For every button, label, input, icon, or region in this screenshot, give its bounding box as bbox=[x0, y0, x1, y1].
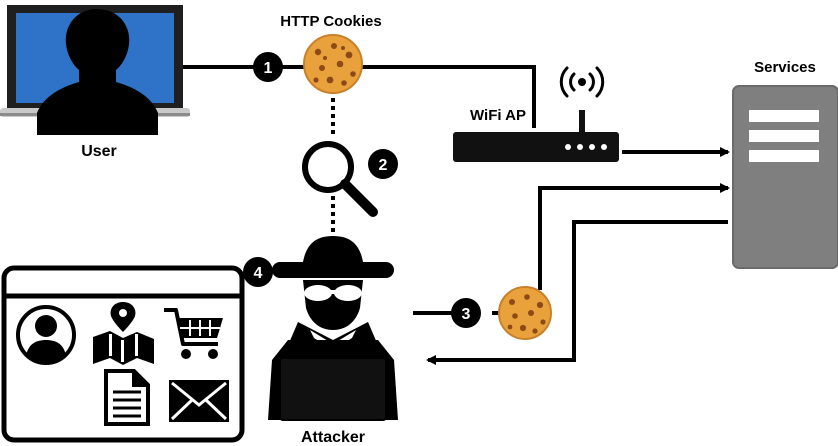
svg-text:3: 3 bbox=[462, 306, 471, 323]
attacker-label: Attacker bbox=[301, 429, 365, 446]
map-icon bbox=[93, 302, 154, 365]
svg-text:4: 4 bbox=[254, 265, 263, 282]
wifi-ap-label: WiFi AP bbox=[470, 107, 526, 124]
wifi-router-icon bbox=[453, 66, 619, 162]
services-label: Services bbox=[754, 59, 816, 76]
document-icon bbox=[104, 369, 150, 426]
cookie-icon bbox=[303, 34, 363, 94]
magnifier-icon bbox=[302, 141, 378, 217]
user-to-wifi-line bbox=[176, 65, 536, 128]
services-to-attacker-arrow bbox=[426, 220, 728, 365]
profile-icon bbox=[16, 305, 76, 365]
user-laptop-icon bbox=[0, 5, 190, 135]
step-badge-1: 1 bbox=[253, 52, 283, 82]
mail-icon bbox=[169, 380, 229, 422]
svg-text:2: 2 bbox=[379, 157, 388, 174]
attacker-to-services-arrow bbox=[413, 188, 728, 315]
user-label: User bbox=[81, 143, 117, 160]
step-badge-2: 2 bbox=[368, 149, 398, 179]
shopping-cart-icon bbox=[164, 308, 223, 359]
spy-hacker-icon bbox=[268, 236, 398, 421]
stolen-cookie-icon bbox=[498, 286, 552, 340]
connectors bbox=[176, 65, 728, 365]
step-badge-4: 4 bbox=[243, 257, 273, 287]
http-cookies-label: HTTP Cookies bbox=[280, 13, 381, 30]
step-badge-3: 3 bbox=[451, 298, 481, 328]
server-icon bbox=[732, 85, 838, 269]
svg-text:1: 1 bbox=[264, 60, 273, 77]
